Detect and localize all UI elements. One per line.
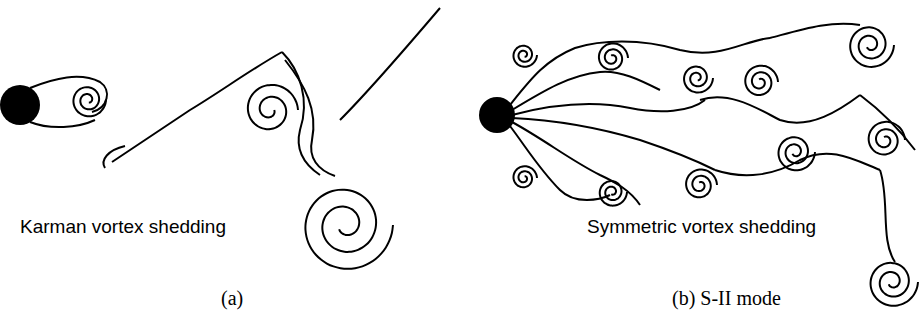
vortex: [871, 263, 918, 306]
panel-caption: (b) S-II mode: [670, 287, 783, 310]
wake-sheet: [512, 122, 640, 205]
shear-layer: [30, 120, 95, 127]
wake-sheet: [700, 95, 860, 123]
vortex: [305, 190, 393, 269]
wake-sheet: [880, 170, 895, 262]
wake-sheet: [104, 146, 125, 168]
wake-sheet: [285, 60, 335, 176]
vortex: [686, 170, 717, 198]
vortex: [869, 122, 905, 155]
wake-sheet: [112, 52, 282, 162]
vortex: [600, 181, 627, 206]
vortex: [248, 85, 298, 129]
wake-sheet: [770, 24, 860, 38]
vortex: [684, 67, 713, 93]
vortex: [850, 27, 894, 67]
panel-title: Symmetric vortex shedding: [585, 216, 818, 238]
vortex: [779, 137, 815, 170]
vortex: [745, 66, 778, 95]
wake-sheet: [512, 118, 715, 170]
wake-sheet: [512, 100, 705, 115]
panel-caption: (a): [219, 287, 245, 310]
vortex: [513, 46, 537, 67]
vortex: [599, 43, 628, 69]
panel-title: Karman vortex shedding: [18, 216, 228, 238]
wake-sheet: [510, 126, 610, 200]
wake-sheet: [510, 38, 770, 105]
wake-sheet: [282, 52, 320, 175]
cylinder: [0, 85, 40, 125]
vortex: [513, 166, 537, 187]
cylinder: [479, 97, 515, 133]
wake-sheet: [340, 8, 440, 120]
vortex: [73, 87, 106, 116]
